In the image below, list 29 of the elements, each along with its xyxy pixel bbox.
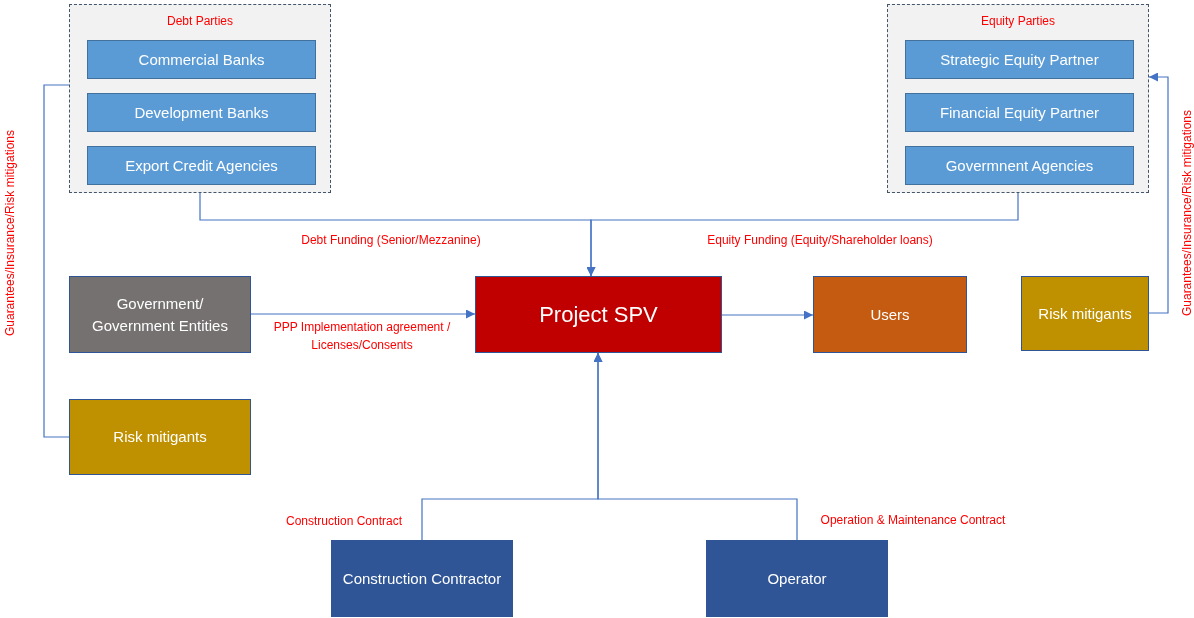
dashed-group-box [69, 4, 331, 193]
process-box: Users [813, 276, 967, 353]
process-box: Govermnent Agencies [905, 146, 1134, 185]
edge-label: Guarantees/Insurance/Risk mitigations [1179, 109, 1194, 317]
process-box: Government/ Government Entities [69, 276, 251, 353]
connector-arrow [721, 310, 814, 320]
process-box: Financial Equity Partner [905, 93, 1134, 132]
connector-arrow [593, 352, 798, 541]
process-box: Operator [706, 540, 888, 617]
dashed-group-box [887, 4, 1149, 193]
connector-arrow [1148, 72, 1169, 314]
process-box: Strategic Equity Partner [905, 40, 1134, 79]
process-box: Risk mitigants [69, 399, 251, 475]
process-box: Construction Contractor [331, 540, 513, 617]
process-box: Risk mitigants [1021, 276, 1149, 351]
edge-label: Construction Contract [285, 513, 403, 530]
group-title: Equity Parties [979, 13, 1056, 30]
process-box: Development Banks [87, 93, 316, 132]
process-box: Project SPV [475, 276, 722, 353]
edge-label: PPP Implementation agreement / Licenses/Consents [272, 319, 452, 354]
process-box: Export Credit Agencies [87, 146, 316, 185]
edge-label: Equity Funding (Equity/Shareholder loans) [707, 232, 933, 249]
edge-label: Debt Funding (Senior/Mezzanine) [301, 232, 481, 249]
connector-arrow [250, 309, 476, 319]
edge-label: Operation & Maintenance Contract [820, 512, 1006, 529]
connector-arrow [586, 192, 1019, 277]
group-title: Debt Parties [166, 13, 234, 30]
process-box: Commercial Banks [87, 40, 316, 79]
edge-label: Guarantees/Insurance/Risk mitigations [2, 129, 18, 337]
